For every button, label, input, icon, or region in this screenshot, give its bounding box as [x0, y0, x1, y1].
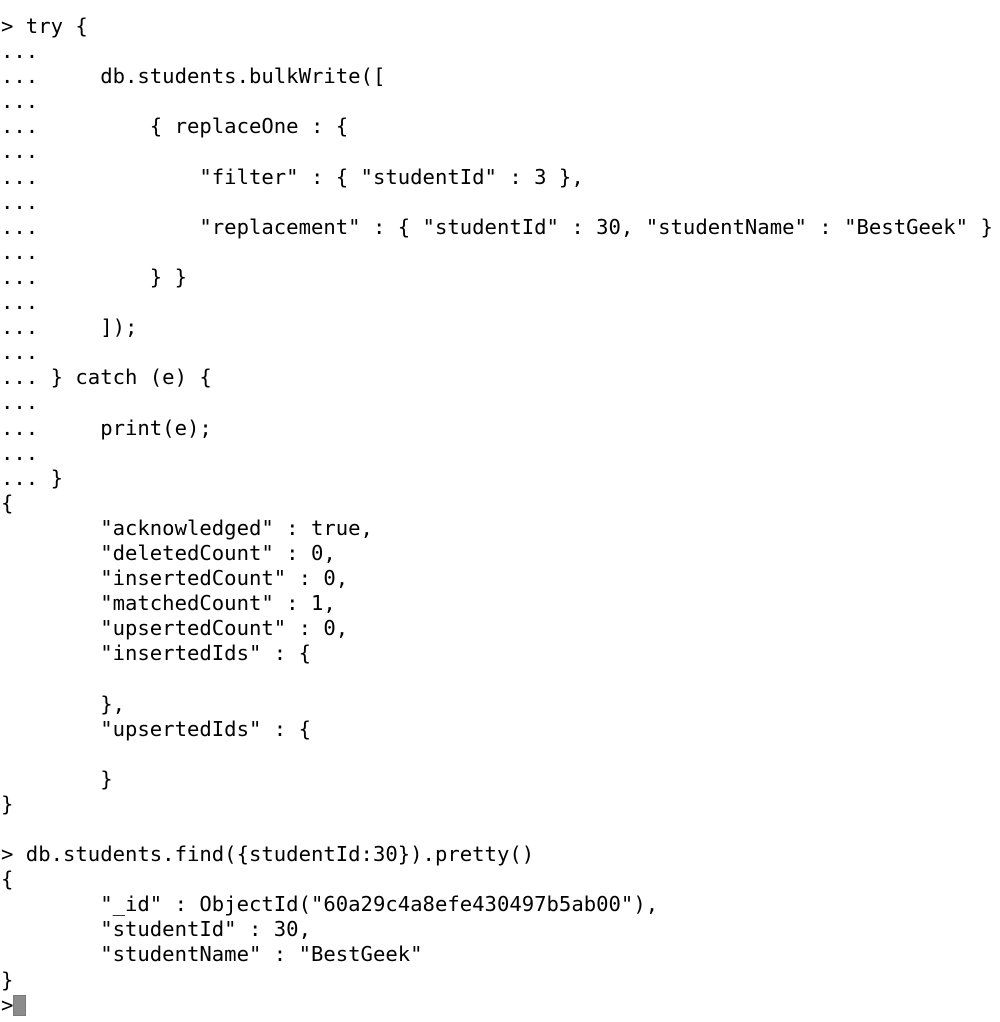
terminal-line: ... } }: [1, 264, 187, 289]
terminal-line-list: > try {...... db.students.bulkWrite([...…: [0, 14, 1000, 993]
terminal-line: [0, 666, 1000, 691]
terminal-line: ...: [1, 340, 39, 365]
terminal-line: ... ]);: [1, 315, 138, 340]
terminal-line: ...: [1, 139, 39, 164]
terminal-line: ... "filter" : { "studentId" : 3 },: [1, 164, 584, 189]
terminal-line: {: [1, 867, 14, 892]
terminal-line: }: [1, 766, 113, 791]
terminal-line: > db.students.find({studentId:30}).prett…: [1, 842, 535, 867]
terminal-line: ...: [1, 39, 39, 64]
terminal-line: > try {: [1, 14, 88, 38]
terminal-line: "_id" : ObjectId("60a29c4a8efe430497b5ab…: [1, 892, 659, 917]
terminal-line: ... db.students.bulkWrite([: [1, 64, 386, 89]
terminal-line: ... } catch (e) {: [1, 365, 212, 390]
prompt-symbol: >: [1, 992, 14, 1017]
terminal-line: "upsertedCount" : 0,: [1, 616, 349, 641]
terminal-line: "studentId" : 30,: [1, 917, 311, 942]
terminal-line: ... { replaceOne : {: [1, 114, 349, 139]
terminal-line: ... print(e);: [1, 415, 212, 440]
terminal-line: "insertedIds" : {: [1, 641, 311, 666]
terminal-line: ...: [1, 189, 39, 214]
terminal-line: "insertedCount" : 0,: [1, 566, 349, 591]
terminal-line: "matchedCount" : 1,: [1, 591, 336, 616]
terminal-line: ...: [1, 440, 39, 465]
terminal-line: ...: [1, 390, 39, 415]
text-cursor: [13, 994, 26, 1016]
terminal-line: "deletedCount" : 0,: [1, 540, 336, 565]
terminal-line: ...: [1, 239, 39, 264]
terminal-line: {: [1, 490, 14, 515]
terminal-line: }: [1, 791, 14, 816]
terminal-line: "upsertedIds" : {: [1, 716, 311, 741]
terminal-line: }: [1, 967, 14, 992]
terminal-line: "studentName" : "BestGeek": [1, 942, 423, 967]
terminal-prompt-line[interactable]: >: [0, 993, 1000, 1018]
terminal-line: ...: [1, 290, 39, 315]
terminal-line: ... }: [1, 465, 63, 490]
terminal-line: ...: [1, 89, 39, 114]
terminal-line: },: [1, 691, 125, 716]
terminal-line: "acknowledged" : true,: [1, 515, 373, 540]
terminal-line: [0, 817, 1000, 842]
terminal-line: [0, 742, 1000, 767]
terminal-line: ... "replacement" : { "studentId" : 30, …: [1, 214, 993, 239]
